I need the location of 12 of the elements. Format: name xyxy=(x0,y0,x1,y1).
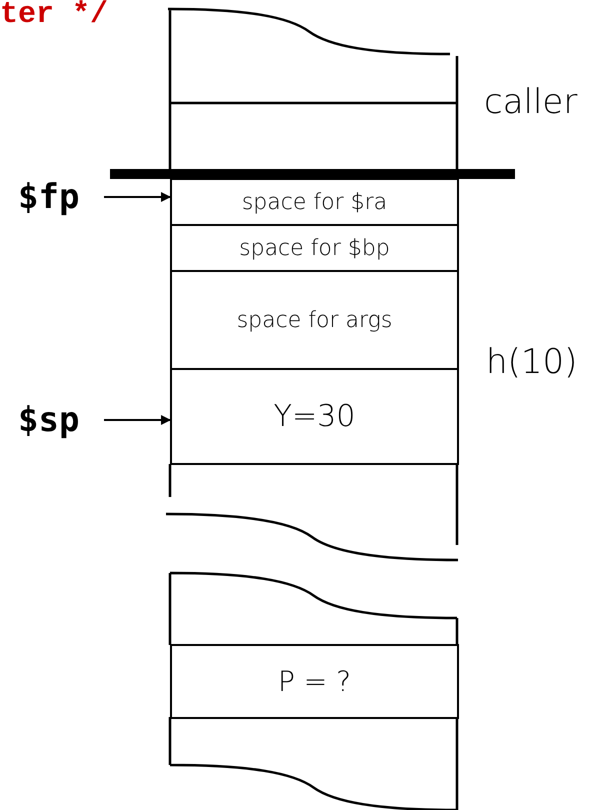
stack-slot: Y=30 xyxy=(170,368,459,465)
register-label: $fp xyxy=(18,172,104,222)
register-label: $sp xyxy=(18,395,104,445)
stack-slot: space for $bp xyxy=(170,224,459,272)
stack-slot: P = ? xyxy=(170,644,459,719)
arrow xyxy=(104,192,171,202)
arrow xyxy=(104,415,171,425)
frame-name: caller xyxy=(484,82,578,122)
code-comment: ter */ xyxy=(0,0,108,30)
stack-slot: space for args xyxy=(170,270,459,370)
frame-name: h(10) xyxy=(486,342,578,382)
stack-slot: space for $ra xyxy=(170,178,459,226)
